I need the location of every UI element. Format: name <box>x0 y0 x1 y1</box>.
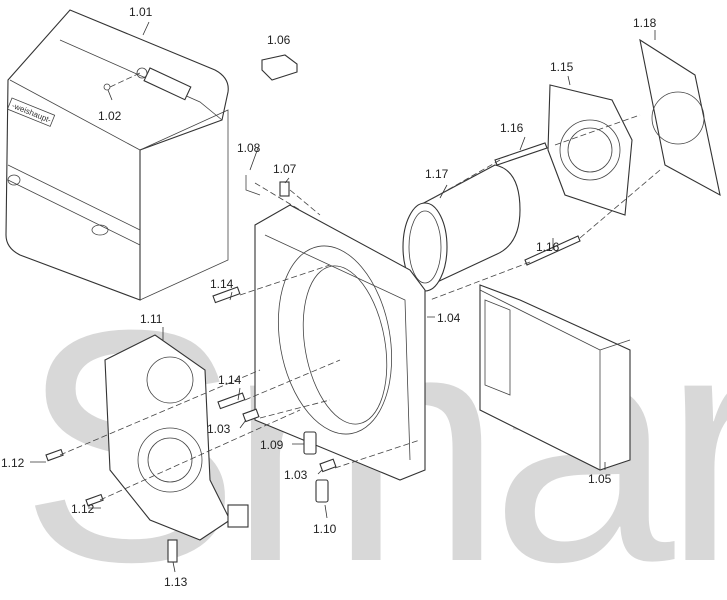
label-1-10: 1.10 <box>313 522 337 536</box>
latch-part <box>303 431 317 455</box>
label-1-16-bottom: 1.16 <box>536 240 560 254</box>
cap-part <box>261 54 298 81</box>
bolt-part <box>45 448 64 462</box>
label-1-12-top: 1.12 <box>1 456 25 470</box>
label-1-12-bottom: 1.12 <box>71 502 95 516</box>
label-1-11: 1.11 <box>140 312 163 326</box>
label-1-01: 1.01 <box>129 5 153 19</box>
mounting-plate-part <box>104 334 249 541</box>
label-1-15: 1.15 <box>550 60 574 74</box>
label-1-05: 1.05 <box>588 472 612 486</box>
clip-part <box>242 408 260 423</box>
hinge-part <box>167 539 178 563</box>
label-1-03-top: 1.03 <box>207 422 231 436</box>
label-1-18: 1.18 <box>633 16 657 30</box>
bolt-part <box>85 493 104 507</box>
stud-part <box>494 142 548 166</box>
label-1-08: 1.08 <box>237 141 261 155</box>
label-1-02: 1.02 <box>98 109 122 123</box>
side-cover-part <box>479 284 631 471</box>
nipple-part <box>279 181 290 197</box>
flange-part <box>547 84 633 216</box>
gasket-part <box>639 38 721 197</box>
bracket-part <box>245 175 261 196</box>
label-1-16-top: 1.16 <box>500 121 524 135</box>
label-1-14-bottom: 1.14 <box>218 373 242 387</box>
label-1-17: 1.17 <box>425 167 449 181</box>
label-1-07: 1.07 <box>273 162 297 176</box>
clip-part <box>319 458 337 473</box>
latch-part <box>315 479 329 503</box>
label-1-09: 1.09 <box>260 438 284 452</box>
cover-part: -weishaupt- <box>5 9 229 301</box>
label-1-03-bottom: 1.03 <box>284 468 308 482</box>
label-1-14-top: 1.14 <box>210 277 234 291</box>
pin-part <box>212 286 241 304</box>
label-1-06: 1.06 <box>267 33 291 47</box>
label-1-04: 1.04 <box>437 311 461 325</box>
label-1-13: 1.13 <box>164 575 188 589</box>
